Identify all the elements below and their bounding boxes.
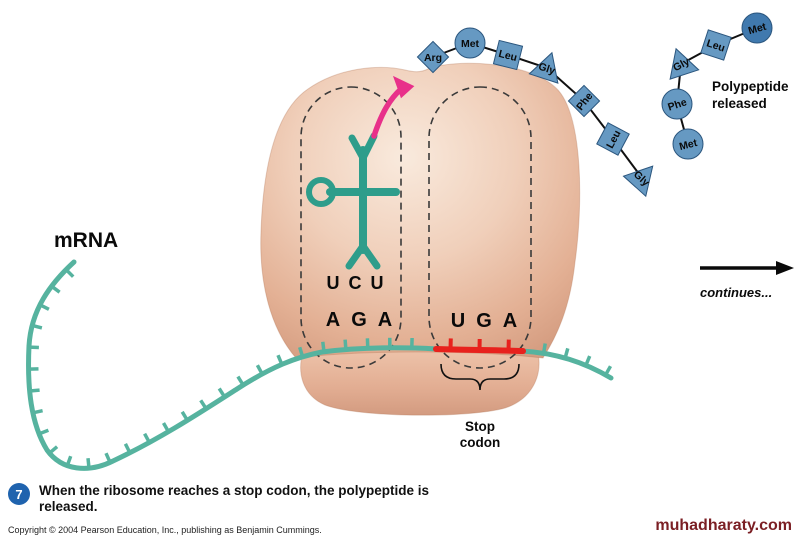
amino-acid-shape xyxy=(661,88,693,120)
mrna-tick xyxy=(86,458,91,469)
copyright-text: Copyright © 2004 Pearson Education, Inc.… xyxy=(8,525,322,535)
amino-acid: Leu xyxy=(492,39,524,71)
amino-acid-shape xyxy=(567,84,601,118)
amino-acid: Met xyxy=(454,27,486,59)
codon-letter: A xyxy=(378,309,392,331)
amino-acid: Gly xyxy=(622,165,654,198)
mrna-tick xyxy=(123,443,132,454)
amino-acid-shape xyxy=(622,165,654,198)
mrna-tick xyxy=(199,399,208,410)
amino-acid-label: Arg xyxy=(424,52,442,64)
ribosome-small-subunit xyxy=(300,347,540,416)
caption: 7 When the ribosome reaches a stop codon… xyxy=(8,483,463,516)
amino-acid-label: Gly xyxy=(537,61,557,78)
mrna-tick xyxy=(255,364,264,375)
mrna-tick xyxy=(48,445,59,455)
amino-acid-shape xyxy=(528,51,559,84)
amino-acid-shape xyxy=(596,122,630,156)
codon-letter: A xyxy=(326,309,340,331)
amino-acid-shape xyxy=(669,47,700,80)
amino-acid-shape xyxy=(672,128,704,160)
mrna-tick xyxy=(563,347,570,359)
mrna-label: mRNA xyxy=(54,229,118,252)
mrna-tick xyxy=(217,387,227,398)
mrna-tick xyxy=(38,428,50,436)
amino-acid: Met xyxy=(672,128,704,160)
mrna-tick xyxy=(276,354,284,366)
mrna-tick xyxy=(604,365,613,376)
stop-codon-label: codon xyxy=(460,435,501,450)
trna xyxy=(306,132,400,270)
step-number-badge: 7 xyxy=(8,483,30,505)
mrna-tick xyxy=(64,268,75,278)
stop-codon-brace xyxy=(440,363,520,391)
amino-acid-shape xyxy=(416,40,450,74)
mrna-ticks xyxy=(28,268,613,469)
mrna-tick xyxy=(32,408,43,415)
codon-letter: G xyxy=(476,310,492,332)
mrna-tick xyxy=(29,388,40,393)
caption-text: When the ribosome reaches a stop codon, … xyxy=(39,483,430,515)
mrna-tick xyxy=(541,343,547,354)
amino-acid-shape xyxy=(700,29,732,61)
amino-acid-label: Phe xyxy=(666,96,688,113)
amino-acid: Phe xyxy=(661,88,693,120)
anticodon-letter: C xyxy=(349,273,362,293)
mrna-tick xyxy=(236,375,245,387)
amino-acid: Leu xyxy=(700,29,732,61)
continues-label: continues... xyxy=(700,285,772,300)
amino-acid-label: Met xyxy=(747,21,768,38)
polypeptide-released-label: Polypeptide xyxy=(712,79,789,94)
mrna-tick xyxy=(343,339,348,350)
stop-codon-label: Stop xyxy=(465,419,495,434)
codon-letter: U xyxy=(451,310,465,332)
mrna-tick xyxy=(104,452,112,464)
mrna-tick xyxy=(298,346,305,358)
amino-acid: Arg xyxy=(416,40,450,74)
amino-acid: Leu xyxy=(596,122,630,156)
continues-arrow-icon xyxy=(700,261,794,275)
mrna-tick xyxy=(180,410,189,422)
mrna-tick xyxy=(65,455,73,467)
amino-acid: Gly xyxy=(669,47,700,80)
anticodon-letter: U xyxy=(371,273,384,293)
mrna-tick xyxy=(321,341,326,353)
ribosome-large-subunit xyxy=(260,62,581,359)
mrna-tick xyxy=(31,323,43,330)
p-site-outline xyxy=(300,86,402,369)
amino-acid-label: Met xyxy=(678,137,699,153)
mrna-tick xyxy=(584,355,592,366)
mrna-tick xyxy=(39,303,50,311)
polypeptide-released-label: released xyxy=(712,96,767,111)
anticodon-letter: U xyxy=(327,273,340,293)
mrna-strand xyxy=(26,259,614,471)
mrna-tick xyxy=(143,432,151,444)
amino-acid-label: Leu xyxy=(497,48,518,64)
amino-acid-shape xyxy=(741,12,773,44)
p-site-codon-letters: A G A xyxy=(326,309,392,331)
codon-letter: A xyxy=(503,310,517,332)
anticodon-letters: U C U xyxy=(327,273,384,293)
a-site-outline xyxy=(428,86,532,369)
amino-acid-shape xyxy=(454,27,486,59)
amino-acid-label: Met xyxy=(461,38,480,50)
trna-loop xyxy=(306,177,336,207)
release-arrow-icon xyxy=(371,75,415,139)
amino-acid: Gly xyxy=(528,51,559,84)
mrna-tick xyxy=(50,284,61,294)
codon-letter: G xyxy=(351,309,367,331)
stop-codon-letters: U G A xyxy=(451,310,517,332)
amino-acid: Phe xyxy=(567,84,601,118)
amino-acid-label: Leu xyxy=(705,37,726,54)
stop-codon-ticks xyxy=(448,338,511,351)
amino-acid: Met xyxy=(741,12,773,44)
mrna-tick xyxy=(161,422,171,433)
amino-acid-shape xyxy=(492,39,524,71)
website-link[interactable]: muhadharaty.com xyxy=(655,517,792,534)
